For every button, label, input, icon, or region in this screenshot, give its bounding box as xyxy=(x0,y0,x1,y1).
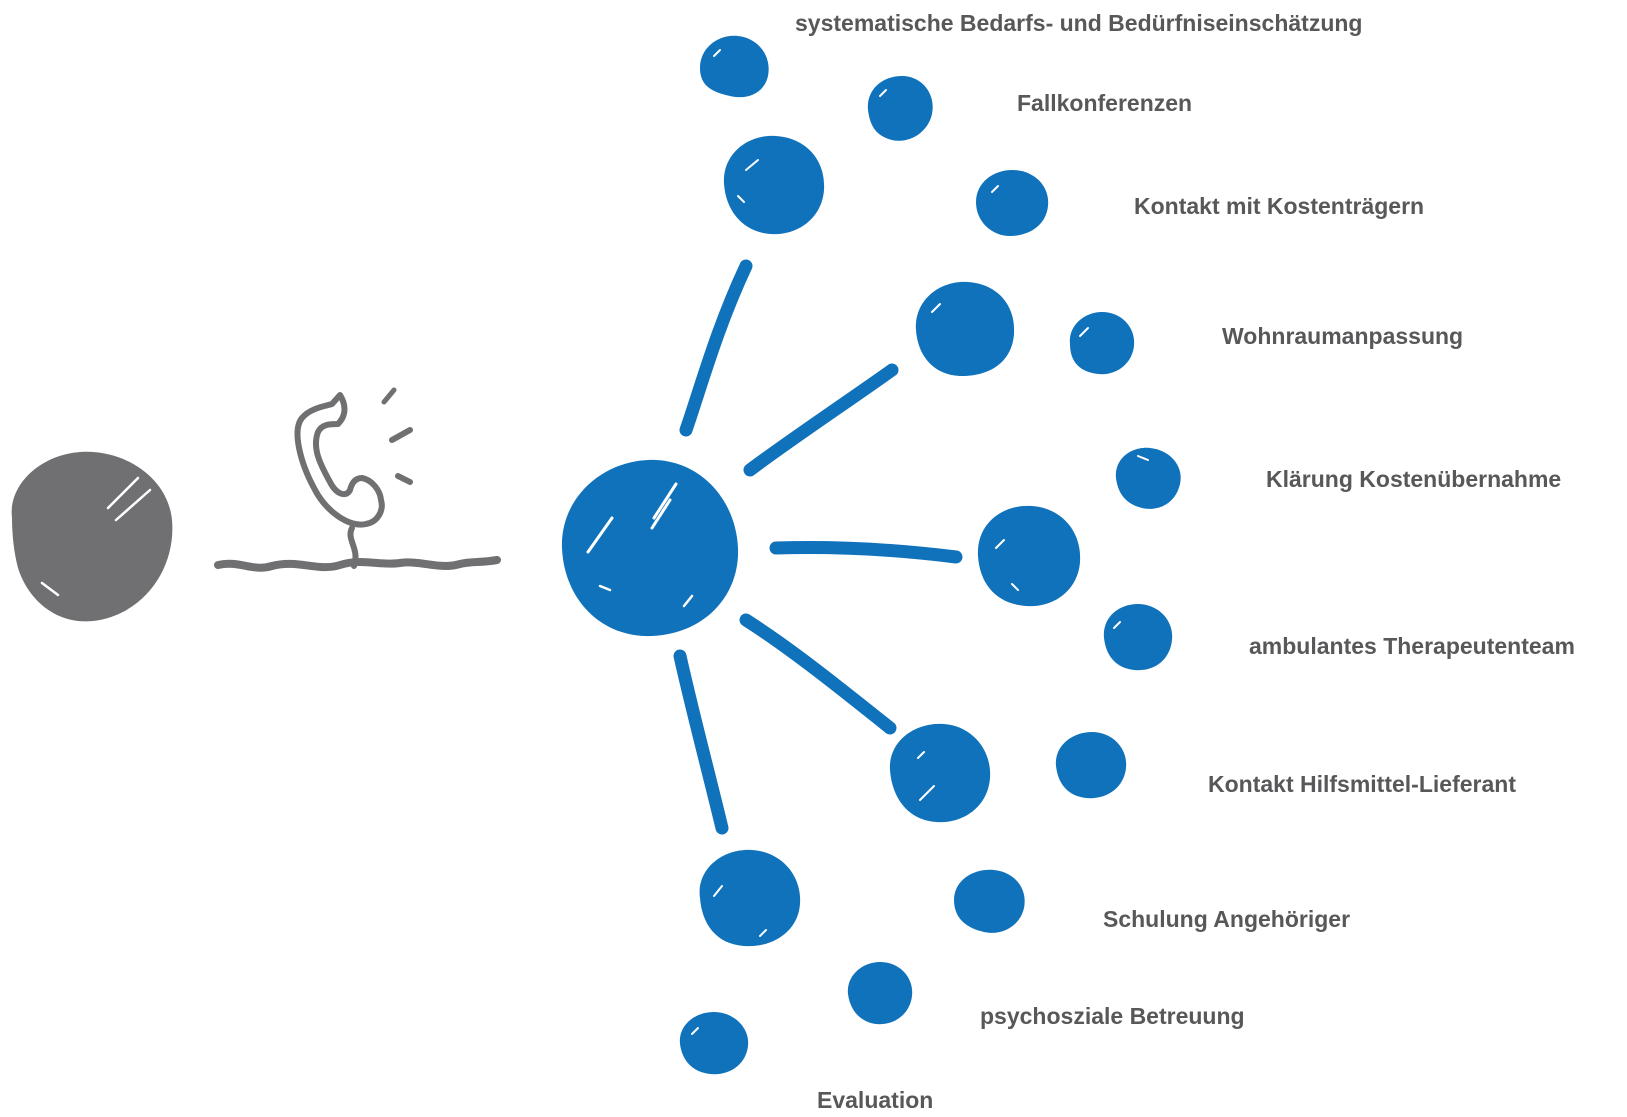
phone-stand xyxy=(347,525,359,569)
phone-line xyxy=(214,556,501,572)
spoke-lower-right xyxy=(739,613,897,735)
blue-dot-icon xyxy=(679,1012,749,1075)
blue-dot-icon xyxy=(954,869,1025,933)
spoke-lower xyxy=(673,649,729,835)
spoke-upper-right xyxy=(743,363,899,477)
gray-blob-icon xyxy=(11,451,173,622)
label-fallkonferenzen: Fallkonferenzen xyxy=(1017,90,1193,116)
label-evaluation: Evaluation xyxy=(817,1087,934,1113)
label-kontakt-kostentraeger: Kontakt mit Kostenträgern xyxy=(1134,193,1425,219)
blue-dot-icon xyxy=(1103,604,1173,671)
label-psychosoziale-betreuung: psychosziale Betreuung xyxy=(980,1003,1245,1029)
blue-dot-icon xyxy=(1055,732,1127,799)
satellite-blobs xyxy=(679,35,1181,1075)
telephone-icon xyxy=(294,387,413,528)
blue-hub-blob-icon xyxy=(561,459,739,637)
blue-dot-icon xyxy=(976,170,1049,236)
label-bedarfseinschaetzung: systematische Bedarfs- und Bedürfniseins… xyxy=(795,10,1363,36)
blue-dot-icon xyxy=(847,962,913,1025)
spoke-right xyxy=(769,541,963,564)
label-klaerung-kostenuebernahme: Klärung Kostenübernahme xyxy=(1266,466,1562,492)
blue-dot-icon xyxy=(915,281,1015,376)
label-schulung-angehoeriger: Schulung Angehöriger xyxy=(1103,906,1351,932)
label-hilfsmittel-lieferant: Kontakt Hilfsmittel-Lieferant xyxy=(1208,771,1516,797)
blue-dot-icon xyxy=(889,723,991,823)
label-wohnraumanpassung: Wohnraumanpassung xyxy=(1222,323,1464,349)
blue-dot-icon xyxy=(867,76,933,141)
spoke-upper xyxy=(679,259,753,437)
blue-dot-icon xyxy=(977,505,1081,607)
blue-dot-icon xyxy=(723,135,825,235)
blue-dot-icon xyxy=(1069,312,1135,375)
satellite-highlights xyxy=(691,49,1149,1035)
label-therapeutenteam: ambulantes Therapeutenteam xyxy=(1249,633,1575,659)
hub-spokes xyxy=(673,259,963,835)
blue-dot-icon xyxy=(700,35,769,98)
blue-dot-icon xyxy=(1115,447,1181,509)
blue-dot-icon xyxy=(699,849,801,947)
